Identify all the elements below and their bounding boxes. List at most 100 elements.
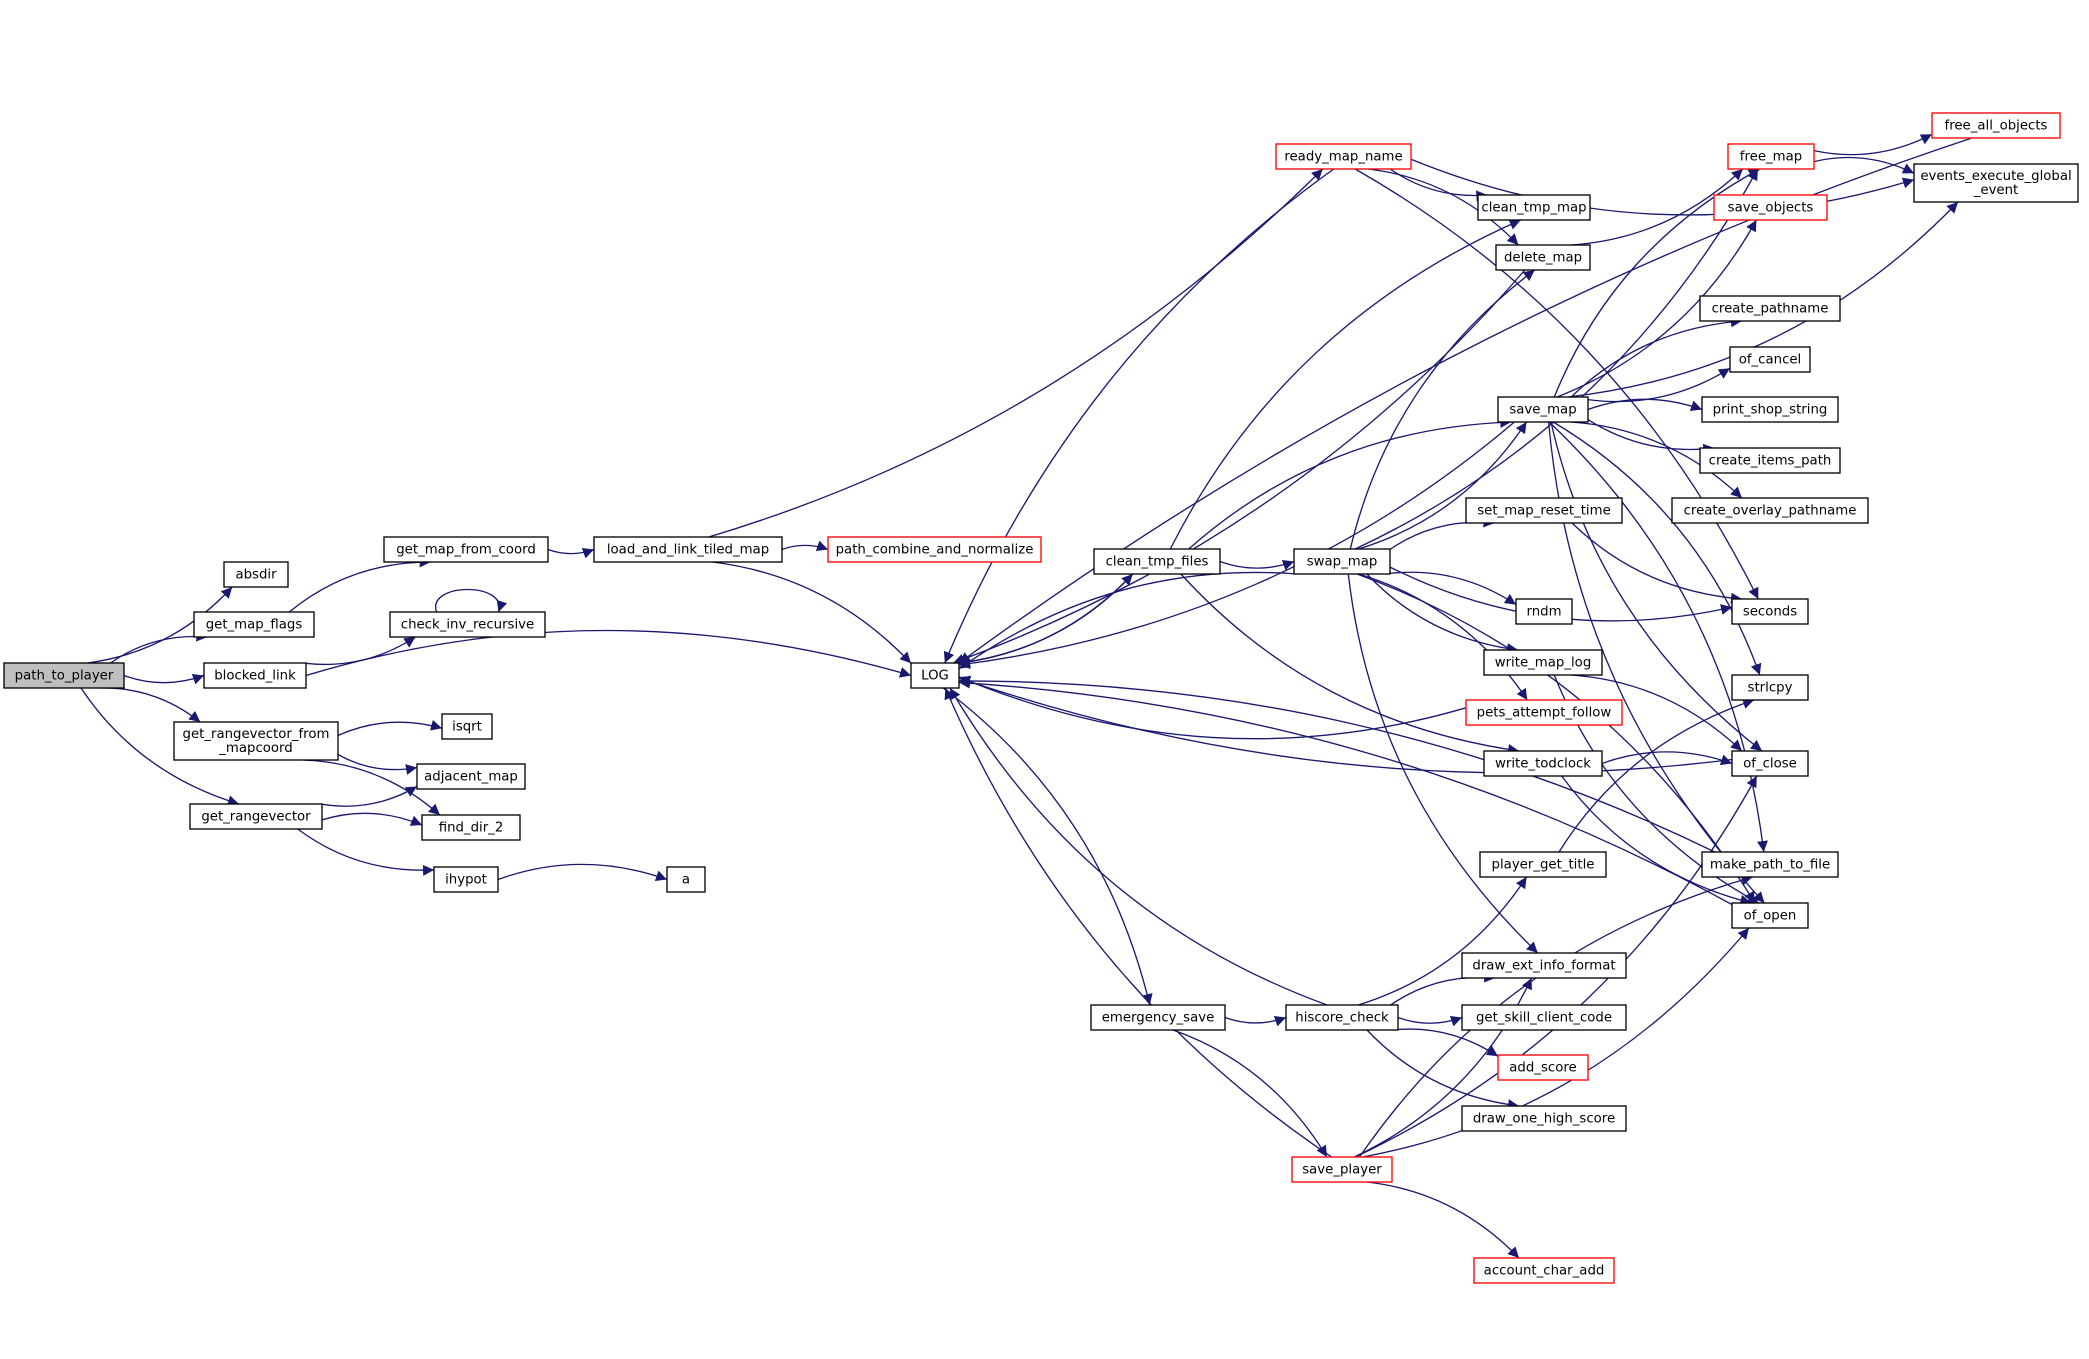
node-strlcpy[interactable]: strlcpy <box>1731 674 1809 701</box>
node-box <box>1090 1004 1226 1031</box>
edge-get_rangevector-to-find_dir_2 <box>321 812 423 826</box>
edge-save_map-to-create_overlay_pathname <box>1571 421 1743 499</box>
edge-blocked_link-to-LOG <box>305 629 912 678</box>
edge-save_map-to-of_open <box>1547 421 1765 904</box>
node-add-score[interactable]: add_score <box>1497 1054 1589 1081</box>
node-emergency-save[interactable]: emergency_save <box>1090 1004 1226 1031</box>
node-get-rangevector-from-mapcoord[interactable]: get_rangevector_from_mapcoord <box>173 721 339 761</box>
edge-ready_map_name-to-LOG <box>943 168 1335 664</box>
edge-ihypot-to-a <box>497 863 668 882</box>
node-box <box>1731 598 1809 625</box>
node-absdir[interactable]: absdir <box>223 561 289 588</box>
node-player-get-title[interactable]: player_get_title <box>1479 851 1607 878</box>
node-clean-tmp-files[interactable]: clean_tmp_files <box>1093 548 1221 575</box>
node-label: save_map <box>1509 403 1576 418</box>
node-set-map-reset-time[interactable]: set_map_reset_time <box>1465 497 1623 524</box>
node-free-all-objects[interactable]: free_all_objects <box>1931 112 2061 139</box>
node-free-map[interactable]: free_map <box>1727 143 1815 170</box>
node-label: get_map_from_coord <box>396 543 536 558</box>
node-save-objects[interactable]: save_objects <box>1713 194 1828 221</box>
node-write-todclock[interactable]: write_todclock <box>1483 750 1603 777</box>
node-box <box>193 611 315 638</box>
node-box <box>1483 649 1603 676</box>
node-label: load_and_link_tiled_map <box>607 543 769 558</box>
node-get-map-flags[interactable]: get_map_flags <box>193 611 315 638</box>
node-label: free_map <box>1740 150 1802 165</box>
node-draw-ext-info-format[interactable]: draw_ext_info_format <box>1461 952 1627 979</box>
node-get-skill-client-code[interactable]: get_skill_client_code <box>1461 1004 1627 1031</box>
edge-get_map_from_coord-to-load_and_link_tiled_map <box>547 547 595 559</box>
edge-of_open-to-LOG <box>958 677 1733 906</box>
node-box <box>1701 396 1839 423</box>
node-draw-one-high-score[interactable]: draw_one_high_score <box>1461 1105 1627 1132</box>
node-make-path-to-file[interactable]: make_path_to_file <box>1701 851 1839 878</box>
node-blocked-link[interactable]: blocked_link <box>203 662 307 689</box>
node-account-char-add[interactable]: account_char_add <box>1473 1257 1615 1284</box>
node-delete-map[interactable]: delete_map <box>1495 244 1591 271</box>
node-box <box>1699 295 1841 322</box>
node-isqrt[interactable]: isqrt <box>441 713 493 740</box>
edge-swap_map-to-draw_ext_info_format <box>1347 573 1539 954</box>
node-adjacent-map[interactable]: adjacent_map <box>416 763 526 790</box>
node-create-items-path[interactable]: create_items_path <box>1699 447 1841 474</box>
node-events-execute-global-event[interactable]: events_execute_global_event <box>1913 163 2079 203</box>
edge-hiscore_check-to-get_skill_client_code <box>1397 1015 1463 1027</box>
edge-path_to_player-to-get_rangevector_from_mapcoord <box>100 687 201 723</box>
node-label: isqrt <box>452 720 482 735</box>
node-create-overlay-pathname[interactable]: create_overlay_pathname <box>1671 497 1869 524</box>
node-save-player[interactable]: save_player <box>1291 1156 1393 1183</box>
node-create-pathname[interactable]: create_pathname <box>1699 295 1841 322</box>
node-find-dir-2[interactable]: find_dir_2 <box>421 814 521 841</box>
edge-LOG-to-emergency_save <box>942 687 1153 1006</box>
node-box <box>421 814 521 841</box>
node-box <box>1275 143 1412 170</box>
node-seconds[interactable]: seconds <box>1731 598 1809 625</box>
node-path-to-player[interactable]: path_to_player <box>3 662 125 689</box>
edge-save_player-to-account_char_add <box>1366 1181 1520 1259</box>
node-get-map-from-coord[interactable]: get_map_from_coord <box>383 536 549 563</box>
edge-load_and_link_tiled_map-to-LOG <box>712 561 912 664</box>
edge-save_map-to-strlcpy <box>1552 421 1762 676</box>
node-save-map[interactable]: save_map <box>1497 396 1589 423</box>
edge-save_map-to-create_items_path <box>1587 419 1715 455</box>
node-label: set_map_reset_time <box>1477 504 1611 519</box>
edge-path_to_player-to-get_map_flags <box>110 630 208 664</box>
node-of-open[interactable]: of_open <box>1731 902 1809 929</box>
node-box <box>416 763 526 790</box>
node-get-rangevector[interactable]: get_rangevector <box>189 803 323 830</box>
node-label: emergency_save <box>1102 1011 1215 1026</box>
node-clean-tmp-map[interactable]: clean_tmp_map <box>1477 194 1591 221</box>
node-write-map-log[interactable]: write_map_log <box>1483 649 1603 676</box>
node-box <box>1671 497 1869 524</box>
edge-save_map-to-save_objects <box>1556 219 1757 398</box>
node-hiscore-check[interactable]: hiscore_check <box>1285 1004 1399 1031</box>
node-of-close[interactable]: of_close <box>1731 750 1809 777</box>
node-label: get_rangevector_from <box>183 727 330 742</box>
node-a[interactable]: a <box>666 866 706 893</box>
node-box <box>1465 497 1623 524</box>
node-box <box>1497 1054 1589 1081</box>
edge-ready_map_name-to-events_execute_global_event <box>1410 158 1915 216</box>
edge-clean_tmp_files-to-save_map <box>1188 416 1512 550</box>
node-label: strlcpy <box>1748 681 1793 696</box>
edge-set_map_reset_time-to-seconds <box>1571 522 1743 604</box>
node-label: get_rangevector <box>201 810 311 825</box>
edge-get_rangevector-to-ihypot <box>297 828 435 876</box>
node-LOG[interactable]: LOG <box>910 662 960 689</box>
node-print-shop-string[interactable]: print_shop_string <box>1701 396 1839 423</box>
node-load-and-link-tiled-map[interactable]: load_and_link_tiled_map <box>593 536 783 563</box>
node-pets-attempt-follow[interactable]: pets_attempt_follow <box>1465 699 1623 726</box>
node-ready-map-name[interactable]: ready_map_name <box>1275 143 1412 170</box>
edge-delete_map-to-LOG <box>952 269 1526 665</box>
node-swap-map[interactable]: swap_map <box>1293 548 1391 575</box>
node-path-combine-and-normalize[interactable]: path_combine_and_normalize <box>827 536 1042 563</box>
edge-pets_attempt_follow-to-LOG <box>958 676 1467 740</box>
edge-swap_map-to-set_map_reset_time <box>1389 516 1495 550</box>
node-check-inv-recursive[interactable]: check_inv_recursive <box>389 611 546 638</box>
node-box <box>666 866 706 893</box>
node-rndm[interactable]: rndm <box>1515 598 1573 625</box>
node-ihypot[interactable]: ihypot <box>433 866 499 893</box>
node-of-cancel[interactable]: of_cancel <box>1729 346 1811 373</box>
edge-save_map-to-make_path_to_file <box>1548 421 1768 853</box>
node-label: print_shop_string <box>1713 403 1828 418</box>
